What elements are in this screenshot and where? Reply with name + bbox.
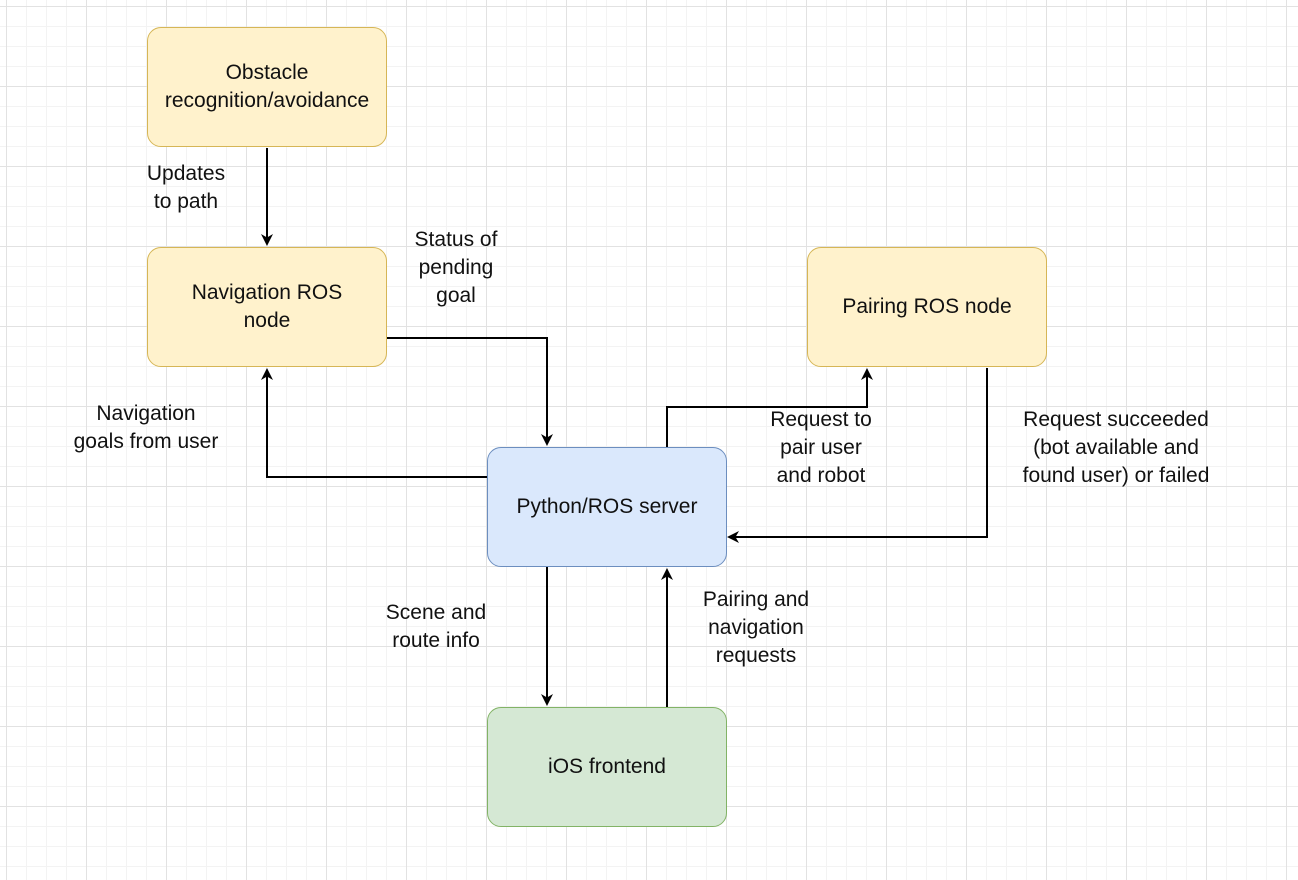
- navigation-node-label: Navigation ROS node: [191, 281, 343, 332]
- label-navigation-goals-from-user: Navigation goals from user: [73, 402, 219, 453]
- pairing-ros-node[interactable]: Pairing ROS node: [807, 247, 1047, 367]
- label-pairing-and-navigation-requests: Pairing and navigation requests: [702, 588, 810, 667]
- server-node-label: Python/ROS server: [516, 495, 698, 518]
- label-status-of-pending-goal: Status of pending goal: [414, 228, 498, 307]
- label-request-result: Request succeeded (bot available and fou…: [1022, 408, 1210, 487]
- label-updates-to-path: Updates to path: [146, 162, 226, 213]
- navigation-ros-node[interactable]: Navigation ROS node: [147, 247, 387, 367]
- ios-frontend-node[interactable]: iOS frontend: [487, 707, 727, 827]
- label-scene-and-route-info: Scene and route info: [385, 601, 487, 652]
- python-ros-server-node[interactable]: Python/ROS server: [487, 447, 727, 567]
- obstacle-recognition-node[interactable]: Obstacle recognition/avoidance: [147, 27, 387, 147]
- edge-server-to-navigation[interactable]: [261, 368, 487, 478]
- obstacle-node-label: Obstacle recognition/avoidance: [164, 61, 370, 112]
- edge-pairing-to-server[interactable]: [727, 368, 988, 543]
- edge-server-to-pairing[interactable]: [666, 368, 873, 447]
- ios-node-label: iOS frontend: [548, 755, 666, 778]
- pairing-node-label: Pairing ROS node: [842, 295, 1012, 318]
- label-request-to-pair: Request to pair user and robot: [770, 408, 872, 487]
- edge-navigation-to-server[interactable]: [387, 337, 553, 446]
